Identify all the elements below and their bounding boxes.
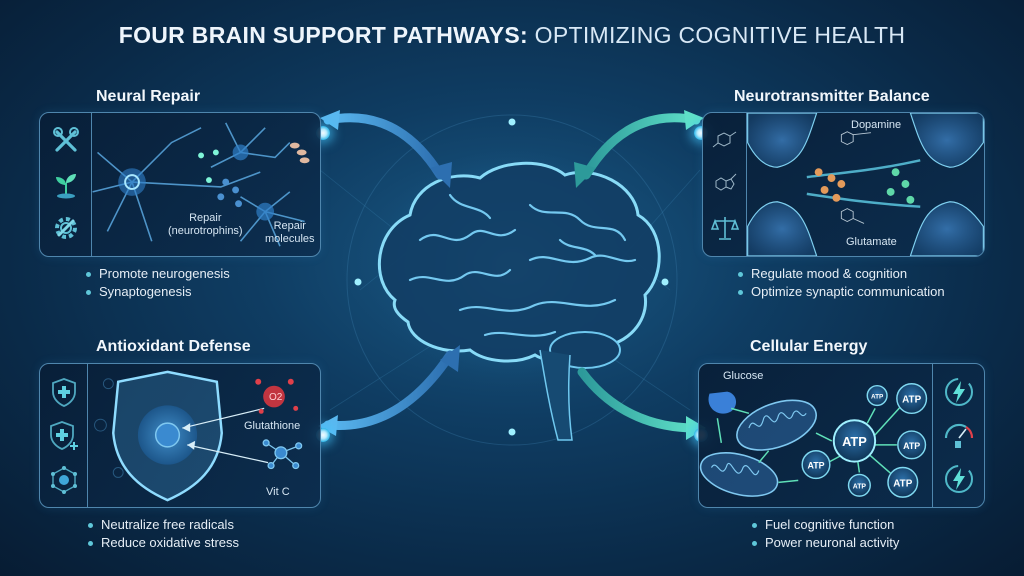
antioxidant-bullets: Neutralize free radicals Reduce oxidativ… [88, 516, 239, 552]
brain-hub [300, 110, 724, 470]
bullet-item: Optimize synaptic communication [738, 283, 945, 301]
shield-plus-icon [51, 377, 76, 407]
dopamine-label: Dopamine [851, 119, 902, 131]
bullet-item: Reduce oxidative stress [88, 534, 239, 552]
wrench-screwdriver-icon [52, 126, 79, 152]
bullet-item: Fuel cognitive function [752, 516, 899, 534]
repair-molecules-label: Repair molecules [265, 220, 315, 245]
molecule-ring-icon [715, 173, 736, 191]
synapse-icon [747, 113, 984, 256]
svg-text:ATP: ATP [893, 478, 912, 489]
bullet-item: Synaptogenesis [86, 283, 230, 301]
neural-repair-panel: Repair (neurotrophins) Repair molecules [39, 112, 321, 257]
svg-text:ATP: ATP [871, 394, 884, 401]
svg-text:ATP: ATP [903, 441, 920, 451]
balance-scale-icon [710, 216, 739, 240]
shield-plus-add-icon [49, 420, 78, 450]
gear-wrench-icon [54, 217, 77, 240]
neural-repair-icon-column [40, 113, 92, 256]
antioxidant-icon-column [40, 364, 88, 507]
cellular-energy-icon-column [932, 364, 984, 507]
svg-text:ATP: ATP [853, 483, 867, 490]
svg-text:ATP: ATP [842, 434, 867, 449]
glutamate-label: Glutamate [846, 236, 897, 248]
bullet-dot-icon [738, 289, 743, 295]
antioxidant-defense-panel: O2 Glutathione Vit C [39, 363, 321, 508]
lightning-circle-icon [944, 464, 973, 493]
neurotransmitter-balance-title: Neurotransmitter Balance [734, 88, 930, 105]
vitc-label: Vit C [266, 486, 290, 498]
mitochondria-illustration: ATP ATP ATP ATP ATP ATP ATP [699, 364, 932, 507]
neural-repair-bullets: Promote neurogenesis Synaptogenesis [86, 265, 230, 301]
bullet-dot-icon [738, 271, 743, 277]
svg-text:ATP: ATP [902, 394, 921, 405]
glowing-brain-icon [318, 110, 706, 446]
bullet-item: Power neuronal activity [752, 534, 899, 552]
bullet-dot-icon [752, 540, 757, 546]
title-light: OPTIMIZING COGNITIVE HEALTH [534, 22, 906, 48]
fuel-gauge-icon [944, 424, 973, 449]
glucose-label: Glucose [723, 370, 764, 382]
bullet-dot-icon [86, 271, 91, 277]
antioxidant-defense-title: Antioxidant Defense [96, 338, 251, 355]
cellular-energy-panel: ATP ATP ATP ATP ATP ATP ATP Glucose [698, 363, 985, 508]
lightning-circle-icon [944, 378, 973, 407]
svg-text:ATP: ATP [807, 461, 824, 471]
synapse-illustration [747, 113, 984, 256]
neuron-network-icon [92, 122, 310, 247]
repair-neurotrophins-label: Repair (neurotrophins) [168, 212, 243, 237]
cellular-energy-bullets: Fuel cognitive function Power neuronal a… [752, 516, 899, 552]
title-bold: FOUR BRAIN SUPPORT PATHWAYS: [118, 22, 528, 48]
sprout-icon [55, 174, 76, 199]
mitochondria-atp-icon: ATP ATP ATP ATP ATP ATP ATP [699, 382, 928, 498]
cellular-energy-title: Cellular Energy [750, 338, 868, 355]
shield-illustration [88, 364, 320, 507]
neurotransmitter-balance-panel: Dopamine Glutamate [702, 112, 985, 257]
neural-repair-title: Neural Repair [96, 88, 201, 105]
bullet-item: Regulate mood & cognition [738, 265, 945, 283]
page-title: FOUR BRAIN SUPPORT PATHWAYS: OPTIMIZING … [0, 22, 1024, 49]
neurotransmitter-icon-column [703, 113, 747, 256]
molecule-network-icon [50, 465, 77, 494]
bullet-item: Promote neurogenesis [86, 265, 230, 283]
o2-label: O2 [269, 392, 283, 403]
glutathione-label: Glutathione [244, 420, 301, 432]
bullet-dot-icon [752, 522, 757, 528]
bullet-dot-icon [88, 540, 93, 546]
antioxidant-shield-icon [94, 370, 303, 502]
bullet-dot-icon [86, 289, 91, 295]
bullet-item: Neutralize free radicals [88, 516, 239, 534]
neurotransmitter-bullets: Regulate mood & cognition Optimize synap… [738, 265, 945, 301]
neuron-illustration [92, 113, 320, 256]
molecule-structure-icon [712, 131, 736, 147]
bullet-dot-icon [88, 522, 93, 528]
